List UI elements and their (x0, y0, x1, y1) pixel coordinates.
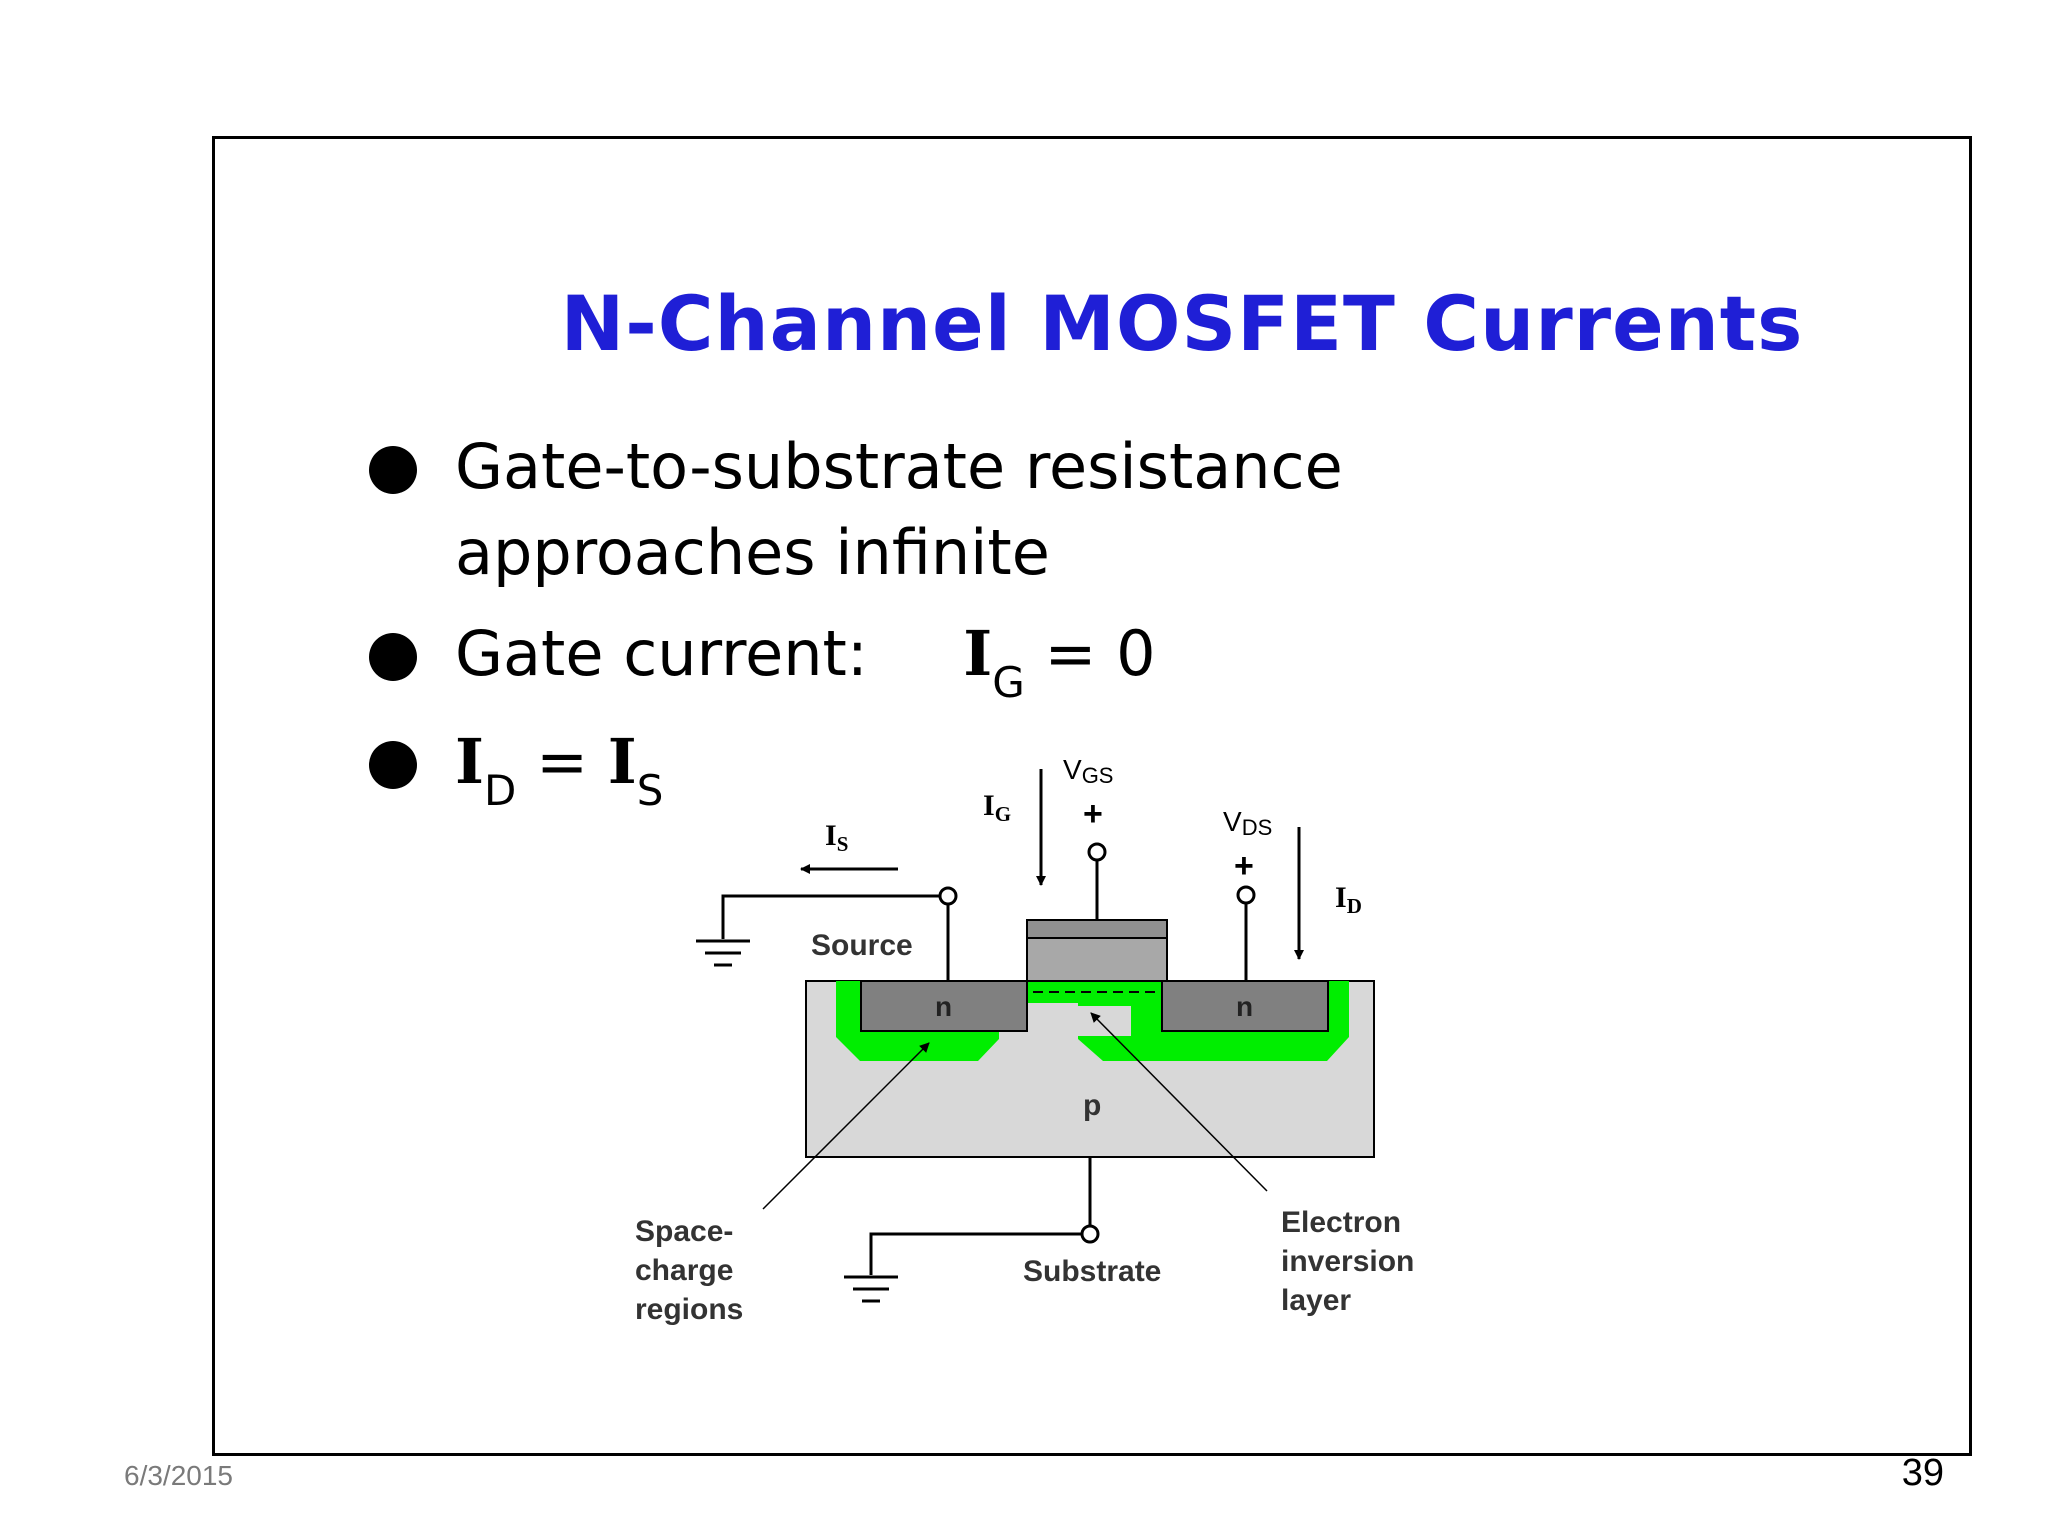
source-ground-wire (721, 894, 940, 939)
vgs-plus: + (1083, 795, 1103, 833)
gate-oxide (1026, 936, 1168, 982)
vgs-label: VGS (1063, 754, 1113, 788)
bullet-1-line1: Gate-to-substrate resistance (455, 430, 1343, 503)
source-label: Source (811, 929, 913, 962)
channel-pocket (1049, 1006, 1131, 1036)
id-label: ID (1335, 881, 1362, 918)
ig-label: IG (983, 789, 1011, 826)
substrate-ground-icon (844, 1275, 898, 1303)
source-terminal (938, 886, 958, 906)
vds-label: VDS (1223, 806, 1272, 840)
is-subscript: S (636, 766, 664, 815)
n-right-label: n (1236, 991, 1253, 1022)
svg-text:regions: regions (635, 1293, 743, 1326)
bullet-1-line2: approaches infinite (455, 516, 1050, 589)
page-number: 39 (1901, 1452, 1944, 1494)
is-label: IS (825, 819, 848, 856)
electron-inversion-label: Electron inversion layer (1281, 1206, 1414, 1317)
svg-text:layer: layer (1281, 1284, 1351, 1317)
bullet-dot-3 (369, 741, 417, 789)
svg-text:Electron: Electron (1281, 1206, 1401, 1239)
ig-subscript: G (992, 658, 1025, 707)
ig-variable: I (963, 617, 993, 690)
bullet-dot-2 (369, 633, 417, 681)
drain-terminal (1236, 885, 1256, 905)
id-variable: I (455, 725, 485, 798)
inversion-layer-pointer (1090, 1012, 1268, 1192)
svg-text:Space-: Space- (635, 1215, 733, 1248)
n-region-right (1161, 980, 1329, 1032)
gate-metal (1026, 919, 1168, 939)
space-charge-label: Space- charge regions (635, 1215, 743, 1326)
gate-terminal (1087, 842, 1107, 862)
p-label: p (1083, 1089, 1101, 1122)
vds-plus: + (1234, 847, 1254, 885)
bullet-3: ID = IS (455, 719, 664, 815)
svg-text:charge: charge (635, 1254, 733, 1287)
source-ground-icon (696, 939, 750, 967)
substrate-ground-wire (869, 1232, 1082, 1275)
bullet-1: Gate-to-substrate resistance approaches … (455, 424, 1343, 596)
footer-date: 6/3/2015 (124, 1460, 233, 1491)
n-region-left (860, 980, 1028, 1032)
substrate-label: Substrate (1023, 1255, 1161, 1288)
space-charge-pointer (762, 1042, 930, 1210)
bullet-2-rest: = 0 (1044, 617, 1156, 690)
bullet-2: Gate current: IG = 0 (455, 611, 1156, 707)
is-variable: I (607, 725, 637, 798)
id-subscript: D (484, 766, 517, 815)
n-left-label: n (935, 991, 952, 1022)
bullet-dot-1 (369, 446, 417, 494)
equals-sign: = (536, 725, 589, 798)
slide-title: N-Channel MOSFET Currents (560, 279, 1804, 368)
mosfet-diagram: IS IG ID VGS + VDS + Source n n p Substr… (635, 754, 1414, 1326)
svg-text:inversion: inversion (1281, 1245, 1414, 1278)
slide-frame: N-Channel MOSFET Currents Gate-to-substr… (212, 136, 1972, 1456)
substrate-terminal (1080, 1224, 1100, 1244)
bullet-2-text: Gate current: (455, 617, 868, 690)
